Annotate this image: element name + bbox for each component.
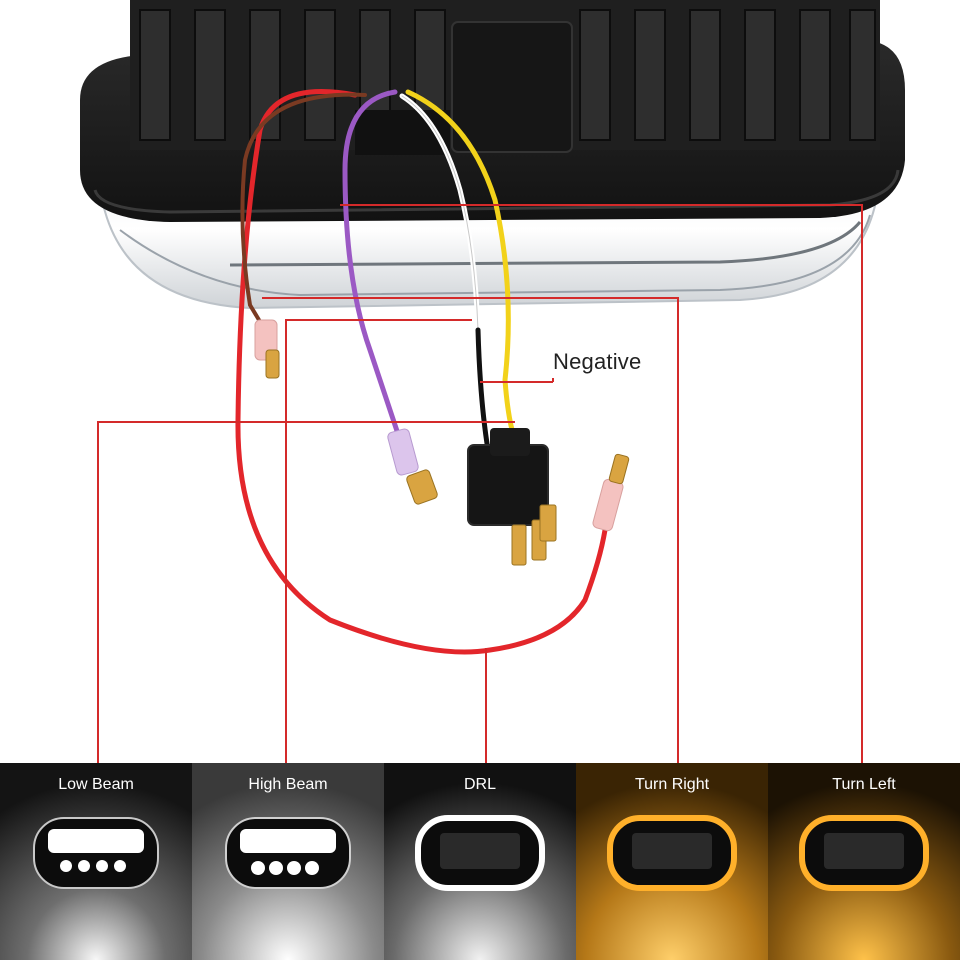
mode-label-high-beam: High Beam (248, 776, 328, 793)
black-wire (475, 327, 491, 453)
mode-label-turn-left: Turn Left (832, 776, 896, 793)
leader-high-beam (285, 319, 472, 764)
mode-panel-high-beam: High Beam (192, 763, 384, 960)
mode-label-drl: DRL (463, 776, 496, 793)
leader-turn-right (262, 297, 679, 764)
bullet-terminal-left (254, 319, 280, 379)
leader-low-beam (97, 421, 515, 764)
yellow-wire (405, 89, 518, 443)
red-wire (235, 89, 608, 655)
turn-right-headlight-icon (576, 763, 768, 960)
mode-label-turn-right: Turn Right (634, 776, 710, 793)
bullet-terminal-red (592, 453, 630, 532)
mode-label-low-beam: Low Beam (58, 776, 134, 793)
negative-label: Negative (553, 349, 642, 374)
bullet-terminal-purple (387, 428, 438, 505)
mode-panel-turn-right: Turn Right (576, 763, 768, 960)
brown-wire (240, 92, 367, 332)
mode-panel-turn-left: Turn Left (768, 763, 960, 960)
leader-turn-left (340, 204, 863, 764)
low-beam-headlight-icon (0, 763, 192, 960)
purple-wire (342, 89, 403, 443)
drl-headlight-icon (384, 763, 576, 960)
leader-negative (480, 378, 554, 383)
wire-harness (235, 89, 608, 655)
headlight-housing (80, 0, 905, 222)
mode-panel-drl: DRL (384, 763, 576, 960)
mode-panel-low-beam: Low Beam (0, 763, 192, 960)
connectors (254, 319, 630, 566)
leader-lines (97, 204, 863, 764)
high-beam-headlight-icon (192, 763, 384, 960)
h4-plug (467, 428, 557, 566)
white-wire-outline (401, 95, 479, 331)
turn-left-headlight-icon (768, 763, 960, 960)
